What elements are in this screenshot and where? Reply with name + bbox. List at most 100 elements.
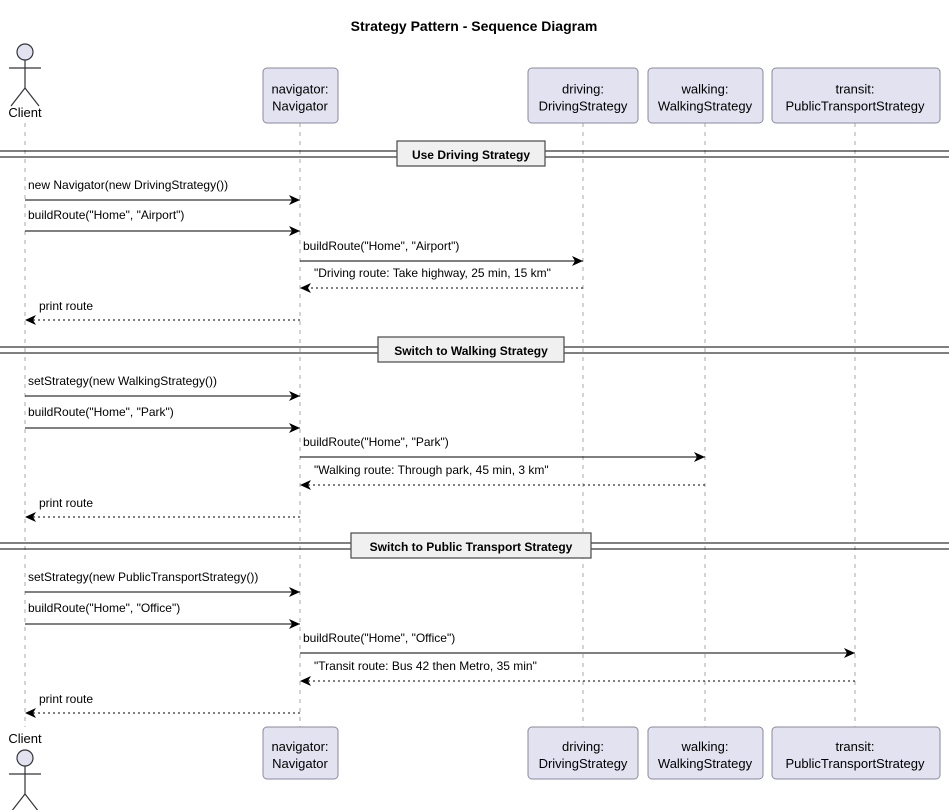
- message-label: "Driving route: Take highway, 25 min, 15…: [314, 266, 551, 280]
- participant-box-navigator: [262, 726, 339, 780]
- participant-box-transit: [771, 67, 941, 124]
- divider-label: Switch to Walking Strategy: [394, 344, 548, 358]
- participant-label-walking-line2: WalkingStrategy: [658, 756, 753, 771]
- arrowhead: [289, 423, 300, 433]
- divider-label: Use Driving Strategy: [412, 148, 530, 162]
- actor-head-icon: [16, 43, 34, 61]
- participant-label-navigator-line2: Navigator: [272, 99, 328, 114]
- page-title: Strategy Pattern - Sequence Diagram: [351, 18, 598, 34]
- message-label: buildRoute("Home", "Office"): [303, 631, 455, 645]
- message-label: print route: [39, 299, 93, 313]
- arrowhead: [289, 587, 300, 597]
- lifelines-layer: [24, 123, 856, 727]
- participant-box-walking: [647, 67, 764, 124]
- participant-client[interactable]: Client: [8, 43, 42, 120]
- message-label: buildRoute("Home", "Airport"): [303, 239, 459, 253]
- participant-label-client: Client: [8, 731, 42, 746]
- message-arrow: print route: [25, 496, 300, 522]
- arrowhead: [289, 226, 300, 236]
- participant-label-driving-line1: driving:: [562, 82, 604, 97]
- participant-driving[interactable]: driving: DrivingStrategy: [527, 726, 639, 780]
- participant-box-driving: [527, 67, 639, 124]
- divider-box: [350, 532, 592, 559]
- message-label: setStrategy(new PublicTransportStrategy(…: [28, 570, 258, 584]
- arrowhead: [694, 452, 705, 462]
- actor-head-icon: [16, 749, 34, 767]
- actor-leg-right: [24, 87, 40, 107]
- message-label: setStrategy(new WalkingStrategy()): [28, 374, 217, 388]
- participant-label-driving-line2: DrivingStrategy: [539, 756, 628, 771]
- arrowhead: [289, 195, 300, 205]
- arrowhead: [300, 480, 311, 490]
- participant-box-driving: [527, 726, 639, 780]
- participant-label-transit-line1: transit:: [835, 739, 874, 754]
- messages-layer: new Navigator(new DrivingStrategy()) buil…: [25, 178, 855, 718]
- participant-label-navigator-line1: navigator:: [271, 739, 328, 754]
- arrowhead: [25, 708, 36, 718]
- message-label: buildRoute("Home", "Park"): [303, 435, 449, 449]
- message-arrow: "Driving route: Take highway, 25 min, 15…: [300, 266, 583, 293]
- message-label: print route: [39, 692, 93, 706]
- participant-label-transit-line2: PublicTransportStrategy: [786, 756, 925, 771]
- participant-navigator[interactable]: navigator:Navigator: [262, 67, 339, 124]
- participant-transit[interactable]: transit: PublicTransportStrategy: [771, 726, 941, 780]
- actor-leg-right: [24, 793, 39, 810]
- participant-box-transit: [771, 726, 941, 780]
- participant-label-driving-line1: driving:: [562, 739, 604, 754]
- participant-navigator[interactable]: navigator: Navigator: [262, 726, 339, 780]
- divider-box: [377, 336, 565, 363]
- participant-label-navigator-line2: Navigator: [272, 756, 328, 771]
- message-arrow: buildRoute("Home", "Airport"): [25, 208, 300, 236]
- arrowhead: [289, 391, 300, 401]
- actor-leg-left: [11, 793, 26, 810]
- divider-label: Switch to Public Transport Strategy: [370, 540, 573, 554]
- message-arrow: print route: [25, 299, 300, 325]
- message-arrow: print route: [25, 692, 300, 718]
- arrowhead: [25, 315, 36, 325]
- message-arrow: setStrategy(new WalkingStrategy()): [25, 374, 300, 401]
- actor-leg-left: [10, 87, 26, 107]
- participant-walking[interactable]: walking: WalkingStrategy: [647, 726, 764, 780]
- arrowhead: [844, 648, 855, 658]
- message-arrow: buildRoute("Home", "Park"): [25, 405, 300, 433]
- participant-label-walking-line2: WalkingStrategy: [658, 99, 753, 114]
- message-arrow: new Navigator(new DrivingStrategy()): [25, 178, 300, 205]
- participant-label-driving-line2: DrivingStrategy: [539, 99, 628, 114]
- message-label: "Transit route: Bus 42 then Metro, 35 mi…: [314, 659, 537, 673]
- participant-label-transit-line1: transit:: [835, 82, 874, 97]
- message-arrow: buildRoute("Home", "Office"): [300, 631, 855, 658]
- message-label: buildRoute("Home", "Park"): [28, 405, 174, 419]
- message-label: print route: [39, 496, 93, 510]
- participant-label-transit-line2: PublicTransportStrategy: [786, 99, 925, 114]
- participant-transit[interactable]: transit: PublicTransportStrategy: [771, 67, 941, 124]
- message-arrow: buildRoute("Home", "Park"): [300, 435, 705, 462]
- message-arrow: "Walking route: Through park, 45 min, 3 …: [300, 463, 705, 490]
- message-label: buildRoute("Home", "Office"): [28, 601, 180, 615]
- arrowhead: [300, 283, 311, 293]
- participant-label-client: Client: [8, 105, 42, 120]
- arrowhead: [25, 512, 36, 522]
- section-divider: Switch to Public Transport Strategy: [0, 532, 949, 559]
- arrowhead: [289, 619, 300, 629]
- participant-client[interactable]: Client: [8, 731, 42, 810]
- arrowhead: [572, 256, 583, 266]
- message-arrow: buildRoute("Home", "Airport"): [300, 239, 583, 266]
- participant-label-walking-line1: walking:: [681, 82, 729, 97]
- participant-box-walking: [647, 726, 764, 780]
- participants-layer: ClientClientnavigator:Navigatornavigator…: [8, 43, 941, 810]
- participant-label-walking-line1: walking:: [681, 739, 729, 754]
- message-arrow: buildRoute("Home", "Office"): [25, 601, 300, 629]
- section-divider: Switch to Walking Strategy: [0, 336, 949, 363]
- divider-box: [396, 140, 546, 167]
- message-label: "Walking route: Through park, 45 min, 3 …: [314, 463, 549, 477]
- participant-walking[interactable]: walking: WalkingStrategy: [647, 67, 764, 124]
- participant-driving[interactable]: driving: DrivingStrategy: [527, 67, 639, 124]
- section-divider: Use Driving Strategy: [0, 140, 949, 167]
- message-label: new Navigator(new DrivingStrategy()): [28, 178, 228, 192]
- arrowhead: [300, 676, 311, 686]
- message-label: buildRoute("Home", "Airport"): [28, 208, 184, 222]
- message-arrow: "Transit route: Bus 42 then Metro, 35 mi…: [300, 659, 855, 686]
